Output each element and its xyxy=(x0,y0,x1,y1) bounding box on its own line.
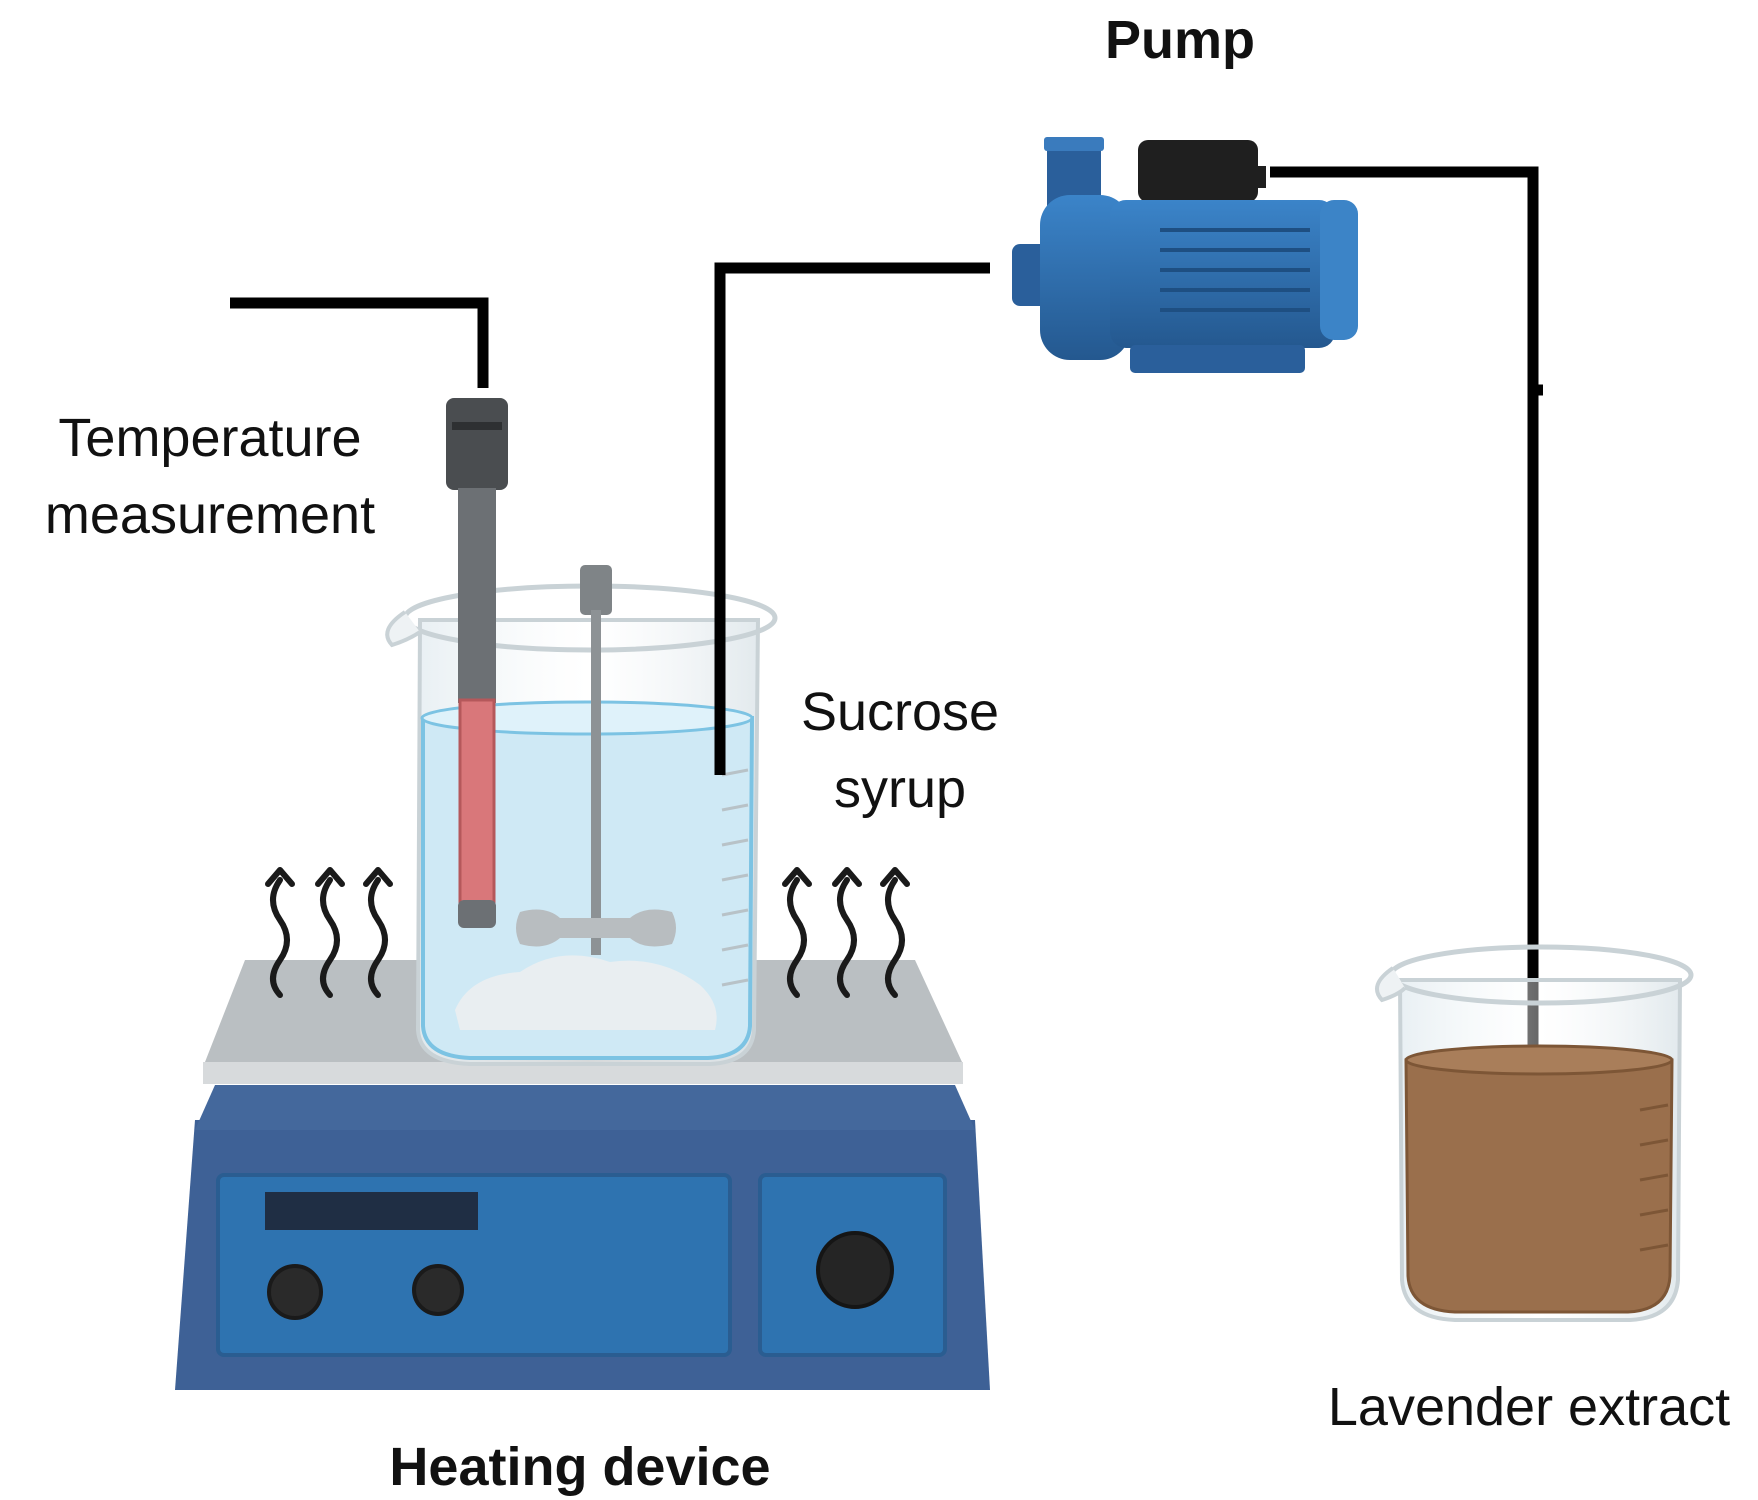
beaker-graduations xyxy=(721,768,749,987)
extract-to-pump-tube xyxy=(1270,166,1539,1160)
lavender-extract-liquid xyxy=(1404,1058,1674,1314)
pump-motor-body xyxy=(1110,200,1335,348)
stirrer-shaft xyxy=(591,610,601,955)
tubing xyxy=(230,166,1543,1160)
pump-volute xyxy=(1040,195,1130,360)
probe-cap xyxy=(446,398,508,490)
sucrose-beaker xyxy=(385,565,778,1066)
beaker-spout xyxy=(385,610,422,648)
sucrose-label-line2: syrup xyxy=(833,758,967,819)
pump-label: Pump xyxy=(1104,10,1255,70)
sucrose-liquid-surface xyxy=(420,700,754,736)
lavender-beaker-graduations xyxy=(1639,1103,1669,1252)
heater-top-lip xyxy=(195,1085,975,1130)
heater-knob-left xyxy=(267,1264,323,1320)
sugar-pile xyxy=(455,955,717,1030)
heating-device-label: Heating device xyxy=(389,1437,771,1497)
probe-cap-ring xyxy=(452,422,502,430)
lavender-extract-surface xyxy=(1404,1044,1674,1076)
pump-to-syrup-tube xyxy=(714,262,990,775)
pump-motor-fins xyxy=(1160,228,1310,312)
hot-plate-edge xyxy=(203,1062,963,1084)
stirrer-head xyxy=(580,565,612,615)
probe-tip xyxy=(458,900,496,928)
probe-tube xyxy=(458,488,496,703)
probe-red-section xyxy=(458,698,496,907)
pump-motor-box xyxy=(1138,140,1258,202)
lavender-beaker xyxy=(1374,944,1694,1322)
lavender-extract-label: Lavender extract xyxy=(1327,1377,1731,1437)
lavender-beaker-spout xyxy=(1374,966,1407,1003)
temperature-probe xyxy=(446,398,508,928)
temperature-label-line1: Temperature xyxy=(58,408,362,468)
heater-knob-right xyxy=(816,1231,894,1309)
heater-display xyxy=(265,1192,478,1230)
temperature-label: Temperature measurement xyxy=(0,406,420,548)
temperature-label-line2: measurement xyxy=(44,484,376,545)
pump-inlet-pipe-top xyxy=(1044,137,1104,151)
pump xyxy=(1012,137,1358,373)
probe-cable xyxy=(230,297,489,388)
sucrose-label-line1: Sucrose xyxy=(800,682,1000,742)
pump-motor-box-side xyxy=(1250,166,1266,188)
pump-base xyxy=(1130,345,1305,373)
heater-knob-middle xyxy=(412,1264,464,1316)
heat-waves-left xyxy=(265,867,393,998)
sucrose-label: Sucrose syrup xyxy=(760,680,1040,822)
stirrer-paddle xyxy=(516,909,676,947)
pump-motor-cap xyxy=(1320,200,1358,340)
heat-waves-right xyxy=(782,867,910,998)
